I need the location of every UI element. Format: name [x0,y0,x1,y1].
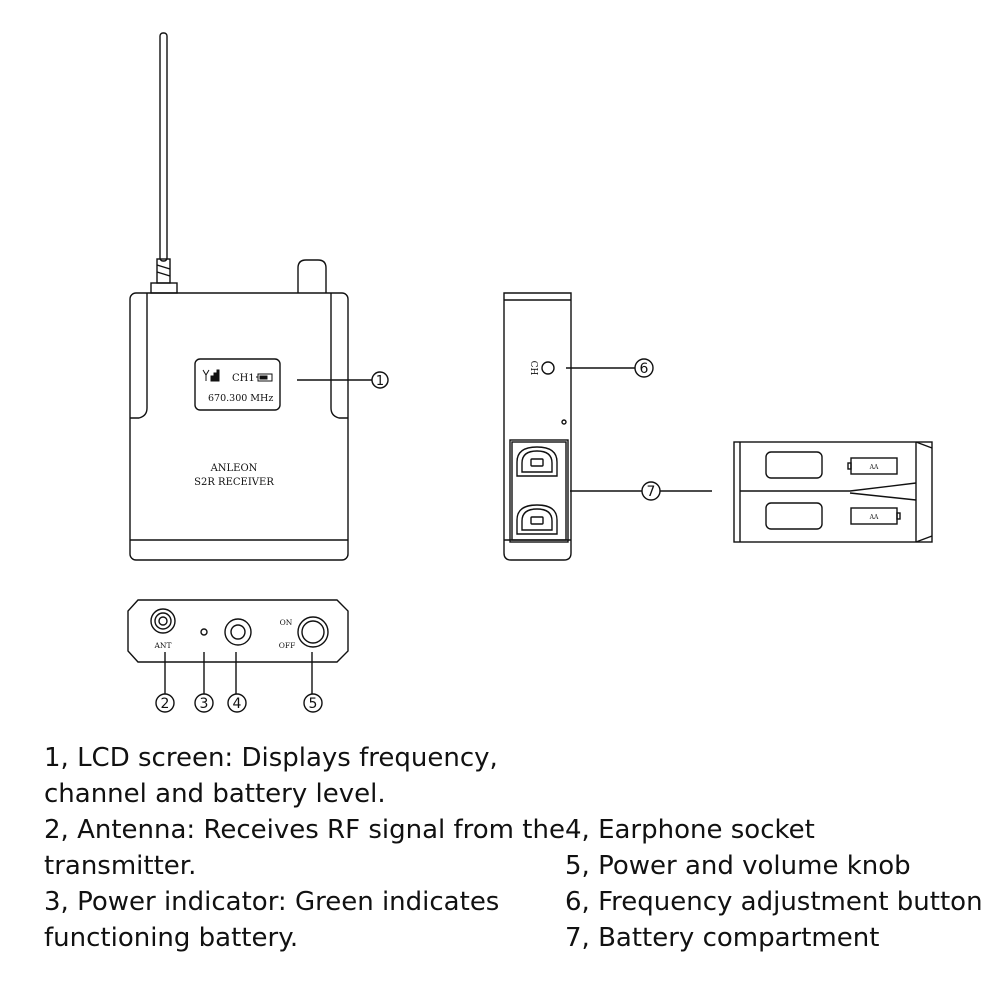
callout-1-label: 1 [376,374,384,389]
battery-label-top: AA [869,464,879,471]
legend: 1, LCD screen: Displays frequency, chann… [0,740,1000,1000]
ch-label: CH [528,361,538,376]
lcd-screen [194,358,281,411]
legend-item-1b: channel and battery level. [44,779,386,809]
callout-5 [303,693,323,713]
callout-6-label: 6 [640,361,649,377]
battery-door [509,439,569,543]
battery-label-bottom: AA [869,514,879,521]
on-label: ON [280,618,293,627]
front-view: CH1 670.300 MHz ANLEON S2R RECEIVER 1 [129,32,389,561]
antenna-icon [150,32,178,294]
bottom-view: ANT ON OFF 2 3 4 5 [127,599,349,713]
lcd-channel: CH1 [232,373,255,384]
off-label: OFF [279,641,296,650]
signal-icon [202,369,220,382]
legend-item-2b: transmitter. [44,851,197,881]
latch-top-icon [516,446,558,477]
frequency-button-icon [541,361,555,375]
antenna-connector-icon [150,608,176,634]
legend-item-7: 7, Battery compartment [565,923,880,953]
callout-3 [194,693,214,713]
battery-level-icon [256,373,273,382]
legend-item-2a: 2, Antenna: Receives RF signal from the [44,815,565,845]
side-body [503,292,572,561]
brand-label: ANLEON [210,463,258,474]
callout-4-label: 4 [233,696,242,712]
receiver-body [129,292,349,561]
ant-label: ANT [154,641,172,650]
battery-cell-bottom-icon: AA [850,507,901,525]
legend-item-4: 4, Earphone socket [565,815,815,845]
earphone-socket-icon [224,618,252,646]
callout-2 [155,693,175,713]
battery-compartment: AA AA [733,441,933,543]
power-knob-icon [297,616,329,648]
knob-top-icon [297,259,327,293]
legend-item-3a: 3, Power indicator: Green indicates [44,887,500,917]
model-label: S2R RECEIVER [194,477,274,488]
callout-4 [227,693,247,713]
callout-3-label: 3 [200,696,209,712]
battery-cell-top-icon: AA [847,457,898,475]
latch-bottom-icon [516,504,558,535]
legend-item-3b: functioning battery. [44,923,299,953]
callout-6 [634,358,654,378]
callout-1 [371,371,389,389]
legend-item-6: 6, Frequency adjustment button [565,887,983,917]
callout-2-label: 2 [161,696,170,712]
power-indicator-icon [200,628,208,636]
receiver-diagram: CH1 670.300 MHz ANLEON S2R RECEIVER 1 AN… [127,32,933,713]
lcd-frequency: 670.300 MHz [208,393,273,404]
callout-5-label: 5 [309,696,318,712]
side-view: CH 6 7 [503,292,712,561]
callout-7-label: 7 [647,484,656,500]
legend-item-5: 5, Power and volume knob [565,851,911,881]
bottom-panel [127,599,349,663]
legend-item-1a: 1, LCD screen: Displays frequency, [44,743,498,773]
